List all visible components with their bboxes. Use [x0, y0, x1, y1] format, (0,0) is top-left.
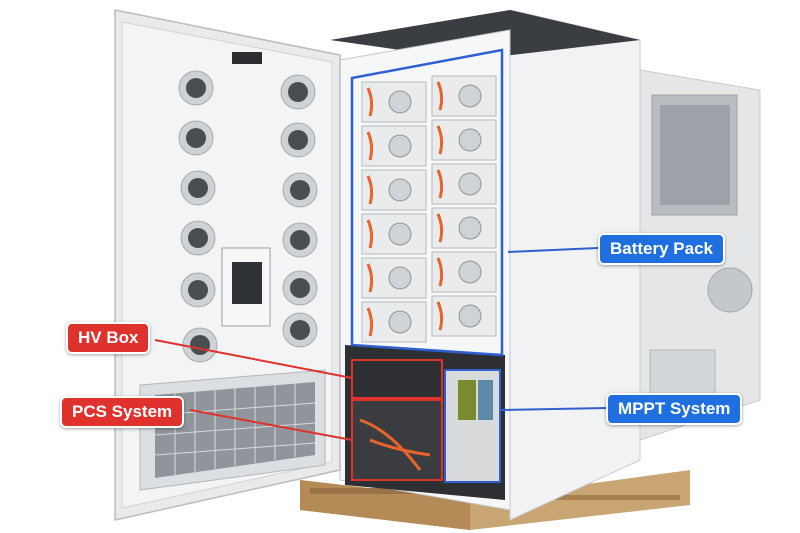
battery-module	[431, 119, 497, 161]
hv-box-label: HV Box	[66, 322, 151, 354]
mppt-system-label: MPPT System	[606, 393, 743, 425]
open-door	[114, 9, 341, 521]
duct-opening	[290, 278, 310, 298]
duct-opening	[290, 320, 310, 340]
fan-icon	[458, 84, 482, 108]
fan-icon	[388, 134, 412, 158]
battery-pack-outline	[350, 48, 504, 357]
fan-icon	[458, 260, 482, 284]
battery-module	[361, 81, 427, 123]
battery-module	[431, 295, 497, 337]
battery-module	[431, 163, 497, 205]
fan-icon	[388, 90, 412, 114]
fan-icon	[388, 266, 412, 290]
callout-lines	[154, 247, 608, 441]
battery-module	[361, 213, 427, 255]
duct-opening	[288, 82, 308, 102]
duct-opening	[186, 128, 206, 148]
pcs-system-label: PCS System	[60, 396, 185, 428]
battery-module	[361, 301, 427, 343]
duct-opening	[186, 78, 206, 98]
battery-module	[431, 75, 497, 117]
duct-opening	[188, 280, 208, 300]
fan-icon	[388, 178, 412, 202]
duct-opening	[290, 180, 310, 200]
duct-opening	[290, 230, 310, 250]
battery-module	[361, 169, 427, 211]
battery-module	[431, 207, 497, 249]
fan-icon	[458, 128, 482, 152]
fan-icon	[458, 304, 482, 328]
battery-module	[431, 251, 497, 293]
duct-opening	[188, 178, 208, 198]
battery-modules	[361, 75, 497, 343]
duct-opening	[190, 335, 210, 355]
battery-pack-label: Battery Pack	[598, 233, 726, 265]
duct-opening	[288, 130, 308, 150]
fan-icon	[388, 222, 412, 246]
battery-module	[361, 257, 427, 299]
fan-icon	[458, 216, 482, 240]
lower-compartments	[351, 359, 501, 483]
duct-opening	[188, 228, 208, 248]
battery-module	[361, 125, 427, 167]
fan-icon	[458, 172, 482, 196]
fan-icon	[388, 310, 412, 334]
